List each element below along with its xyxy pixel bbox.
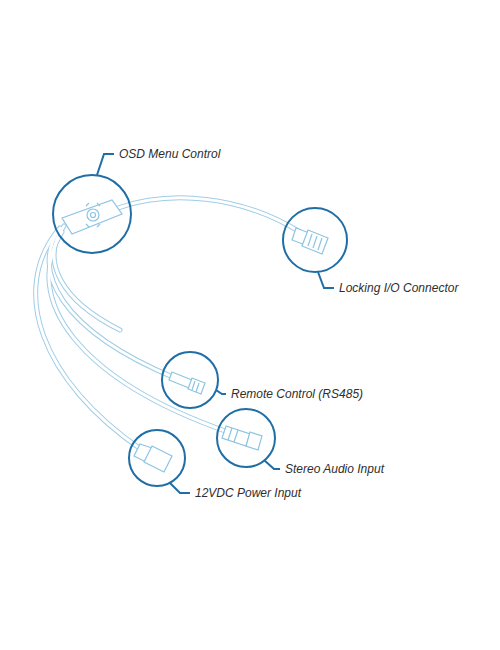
callout-circles [53,175,347,486]
callout-label: Stereo Audio Input [283,462,386,476]
osd-hub [62,200,122,234]
callout-label: 12VDC Power Input [193,486,303,500]
locking-connector [292,228,328,254]
audio-jack [222,426,262,450]
rs485-connector [169,372,205,394]
dc-jack [134,444,172,472]
callout-label: Locking I/O Connector [337,281,460,295]
callout-label: Remote Control (RS485) [229,387,365,401]
leader-lines [97,154,334,493]
callout-label: OSD Menu Control [117,147,222,161]
